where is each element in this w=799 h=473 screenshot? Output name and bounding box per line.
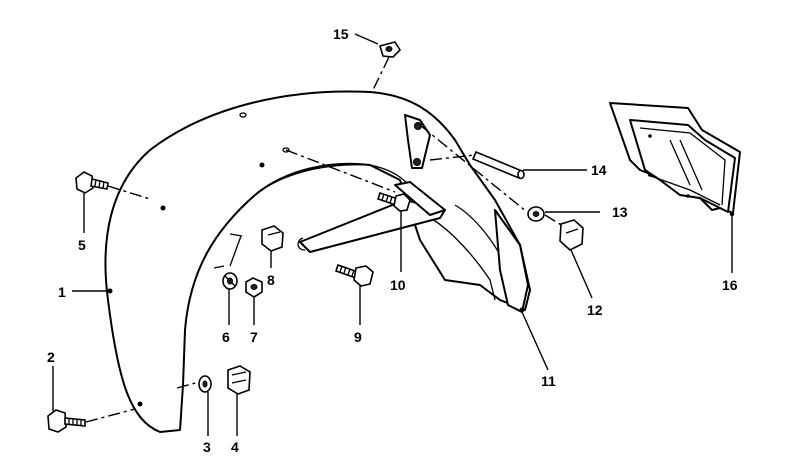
washer	[527, 206, 545, 222]
callout-5: 5	[78, 237, 86, 253]
callout-1: 1	[58, 284, 66, 300]
callout-9: 9	[354, 329, 362, 345]
callout-11: 11	[541, 373, 556, 389]
callout-16: 16	[722, 277, 738, 293]
callout-7: 7	[250, 329, 258, 345]
callout-15: 15	[333, 26, 349, 42]
bolt-lower	[47, 409, 86, 433]
callout-2: 2	[47, 349, 55, 365]
leader-lines	[52, 33, 733, 436]
callout-13: 13	[612, 204, 628, 220]
mud-flap	[609, 102, 741, 217]
cap-nut-small	[261, 225, 284, 252]
assembly-lines	[85, 56, 564, 423]
washer-lower	[198, 375, 212, 393]
callout-4: 4	[231, 439, 239, 455]
callout-6: 6	[222, 329, 230, 345]
lock-washer	[222, 272, 238, 290]
cap-nut	[559, 219, 584, 251]
bolt-upper	[75, 171, 109, 194]
rod	[471, 150, 525, 180]
callouts: 1 2 3 4 5 6 7 8 9 10 11 12 13 14 15 16	[47, 26, 738, 455]
callout-14: 14	[591, 162, 607, 178]
bolt-center	[334, 263, 374, 287]
callout-12: 12	[587, 302, 603, 318]
nut-small	[245, 277, 263, 298]
top-nut	[378, 41, 402, 58]
callout-8: 8	[267, 272, 275, 288]
nut-lower	[227, 365, 251, 395]
callout-3: 3	[203, 439, 211, 455]
callout-10: 10	[390, 277, 406, 293]
bolt-strut	[376, 191, 411, 212]
fender-body	[104, 90, 531, 433]
